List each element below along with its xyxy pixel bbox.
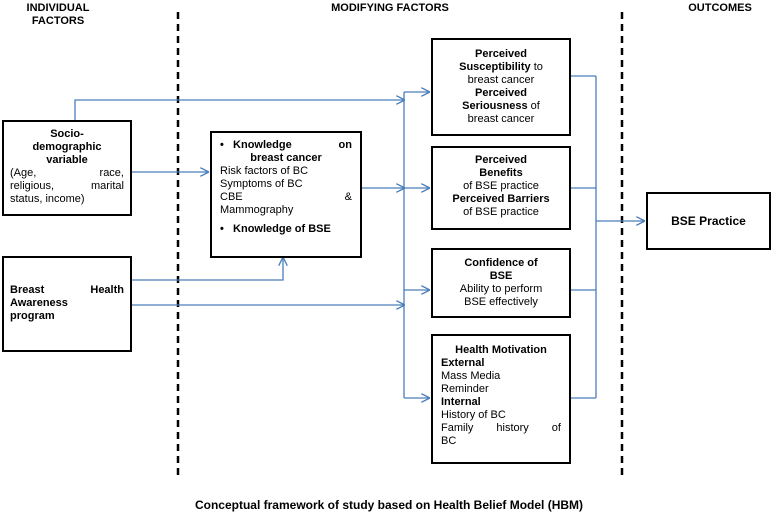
awareness-line3: program [10, 310, 55, 322]
bse-practice-label: BSE Practice [671, 213, 746, 228]
knowledge-item-symptoms: Symptoms of BC [220, 178, 303, 190]
confidence-box: Confidence of BSE Ability to perform BSE… [431, 248, 571, 318]
knowledge-item-risk: Risk factors of BC [220, 165, 309, 177]
awareness-line1: Breast Health [10, 284, 124, 296]
bullet-icon: • [220, 139, 224, 151]
socio-title-line2: demographic [32, 141, 102, 153]
header-modifying-factors: MODIFYING FACTORS [331, 2, 449, 14]
knowledge-box: • Knowledge on breast cancer Risk factor… [210, 131, 362, 258]
arrow-awareness-to-knowledge [131, 258, 283, 281]
awareness-program-box: Breast Health Awareness program [2, 256, 132, 352]
header-outcomes: OUTCOMES [688, 2, 752, 14]
socio-title-line3: variable [46, 154, 88, 166]
health-motivation-box: Health Motivation External Mass Media Re… [431, 334, 571, 464]
socio-title-line1: Socio- [50, 128, 84, 140]
socio-detail-row3: status, income) [10, 193, 85, 205]
arrow-socio-to-perceived [74, 100, 404, 120]
header-individual-factors: INDIVIDUAL FACTORS [8, 2, 108, 28]
knowledge-item-cbe: CBE & [220, 191, 352, 203]
knowledge-heading-line2: breast cancer [250, 152, 322, 164]
knowledge-bse: • Knowledge of BSE [220, 223, 331, 235]
knowledge-heading: • Knowledge on [220, 139, 352, 151]
perceived-susceptibility-box: Perceived Susceptibility to breast cance… [431, 38, 571, 136]
socio-detail-row2: religious, marital [10, 180, 124, 192]
header-individual-line2: FACTORS [31, 15, 85, 27]
perceived-benefits-box: Perceived Benefits of BSE practice Perce… [431, 146, 571, 230]
knowledge-item-mammography: Mammography [220, 204, 294, 216]
header-individual-line1: INDIVIDUAL [26, 2, 90, 14]
socio-detail-row1: (Age, race, [10, 167, 124, 179]
awareness-line2: Awareness [10, 297, 68, 309]
socio-demographic-box: Socio- demographic variable (Age, race, … [2, 120, 132, 216]
figure-caption: Conceptual framework of study based on H… [194, 498, 584, 512]
bse-practice-box: BSE Practice [646, 192, 771, 250]
bullet-icon: • [220, 223, 224, 235]
